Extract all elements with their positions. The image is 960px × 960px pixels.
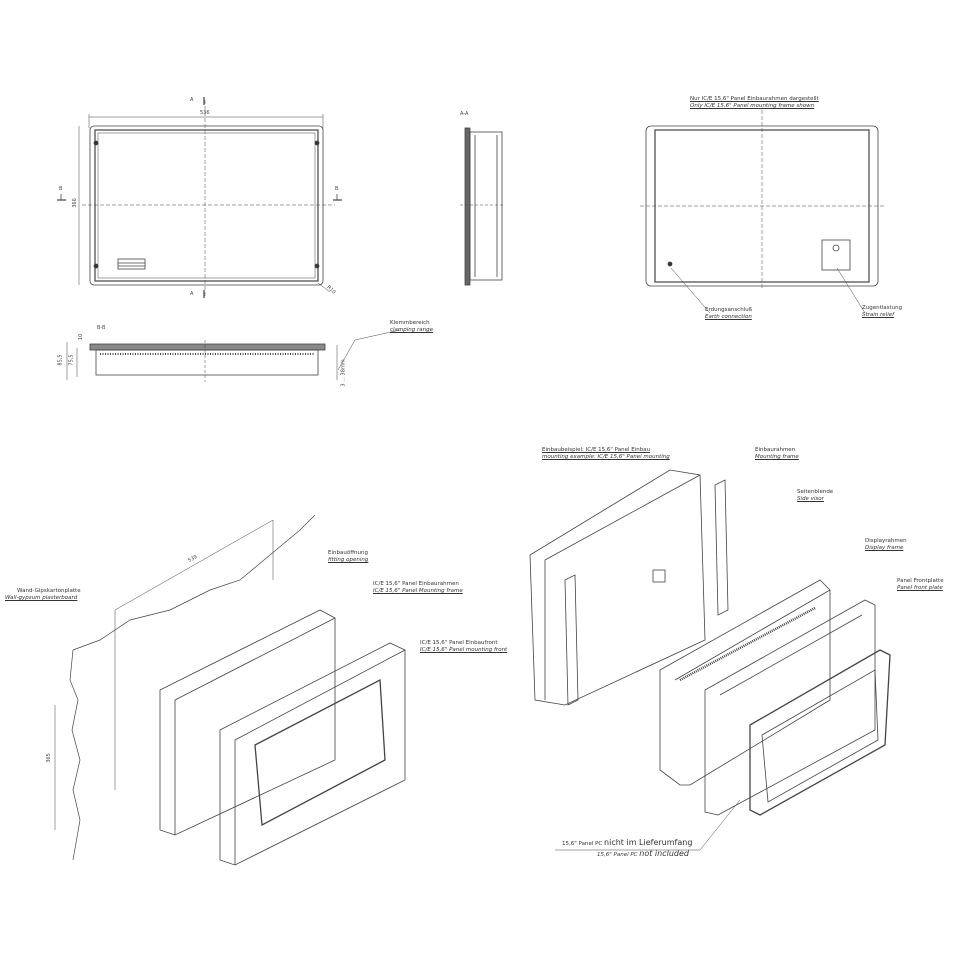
label-not-included: 15,6" Panel PC nicht im Lieferumfang 15,…: [562, 838, 692, 860]
rear-view-frame: [640, 110, 885, 314]
section-mark-a-top: A: [190, 97, 194, 103]
visor-en: Side visor: [797, 496, 824, 502]
note-de: Nur IC/E 15,6" Panel Einbaurahmen darges…: [690, 96, 819, 102]
dim-75-5: 75,5: [68, 354, 75, 366]
clamping-de: Klemmbereich: [390, 320, 430, 326]
opening-en: fitting opening: [328, 557, 369, 563]
section-bb-title: B-B: [97, 325, 106, 331]
dim-height-366: 366: [71, 198, 78, 208]
dframe-de: Displayrahmen: [865, 538, 907, 544]
label-einbaurahmen: Einbaurahmen Mounting frame: [755, 447, 799, 461]
note-mounting-frame-only: Nur IC/E 15,6" Panel Einbaurahmen darges…: [690, 96, 819, 110]
fplate-de: Panel Frontplatte: [897, 578, 944, 584]
notincl-de-line: 15,6" Panel PC nicht im Lieferumfang: [562, 838, 692, 849]
note-en: Only IC/E 15,6" Panel mounting frame sho…: [690, 103, 815, 109]
strain-de: Zugentlastung: [862, 305, 903, 311]
wall-install-isometric: [54, 514, 406, 866]
visor-de: Seitenblende: [797, 489, 834, 495]
label-fitting-opening: Einbauöffnung fitting opening: [328, 550, 368, 564]
wall-en: Wall-gypsum plasterboard: [5, 595, 78, 601]
notincl-de-small: 15,6" Panel PC: [562, 841, 603, 847]
frame-de: IC/E 15,6" Panel Einbaurahmen: [373, 581, 459, 587]
notincl-en-line: 15,6" Panel PC not included: [562, 849, 692, 860]
section-mark-b-right: B: [335, 186, 339, 192]
dim-85-5: 85,5: [57, 354, 64, 366]
label-clamping-range: Klemmbereich clamping range: [390, 320, 433, 334]
section-mark-a-bottom: A: [190, 291, 194, 297]
front-view-frame: [57, 97, 342, 298]
fplate-en: Panel front plate: [897, 585, 943, 591]
notincl-de-big: nicht im Lieferumfang: [604, 838, 693, 847]
dim-clamp: 3 ... 38mm: [340, 359, 347, 387]
notincl-en-big: not included: [639, 849, 689, 858]
strain-en: Strain relief: [862, 312, 895, 318]
example-en: mounting example: IC/E 15,6" Panel mount…: [542, 454, 670, 460]
notincl-en-small: 15,6" Panel PC: [597, 852, 638, 858]
label-earth-connection: Erdungsanschluß Earth connection: [705, 307, 752, 321]
frame-en: IC/E 15,6" Panel Mounting frame: [373, 588, 463, 594]
label-wall-plasterboard: Wand-Gipskartonplatte Wall-gypsum plaste…: [5, 588, 81, 602]
mframe-de: Einbaurahmen: [755, 447, 796, 453]
section-aa-title: A-A: [460, 111, 469, 117]
front-de: IC/E 15,6" Panel Einbaufront: [420, 640, 498, 646]
dim-opening-height: 365: [45, 753, 52, 763]
section-bb: [66, 329, 401, 382]
mframe-en: Mounting frame: [755, 454, 799, 460]
label-mounting-front: IC/E 15,6" Panel Einbaufront IC/E 15,6" …: [420, 640, 507, 654]
wall-de: Wand-Gipskartonplatte: [17, 588, 81, 594]
label-mounting-example: Einbaubeispiel: IC/E 15,6" Panel Einbau …: [542, 447, 670, 461]
dim-width-536: 536: [200, 110, 210, 116]
label-side-visor: Seitenblende Side visor: [797, 489, 833, 503]
front-en: IC/E 15,6" Panel mounting front: [420, 647, 508, 653]
exploded-isometric: [529, 469, 891, 851]
section-aa: [460, 127, 505, 286]
label-display-frame: Displayrahmen Display frame: [865, 538, 907, 552]
dframe-en: Display frame: [865, 545, 904, 551]
earth-de: Erdungsanschluß: [705, 307, 753, 313]
section-mark-b-left: B: [59, 186, 63, 192]
dim-10: 10: [78, 333, 85, 341]
opening-de: Einbauöffnung: [328, 550, 368, 556]
label-front-plate: Panel Frontplatte Panel front plate: [897, 578, 944, 592]
example-de: Einbaubeispiel: IC/E 15,6" Panel Einbau: [542, 447, 651, 453]
label-mounting-frame: IC/E 15,6" Panel Einbaurahmen IC/E 15,6"…: [373, 581, 463, 595]
clamping-en: clamping range: [390, 327, 434, 333]
earth-en: Earth connection: [705, 314, 752, 320]
label-strain-relief: Zugentlastung Strain relief: [862, 305, 902, 319]
